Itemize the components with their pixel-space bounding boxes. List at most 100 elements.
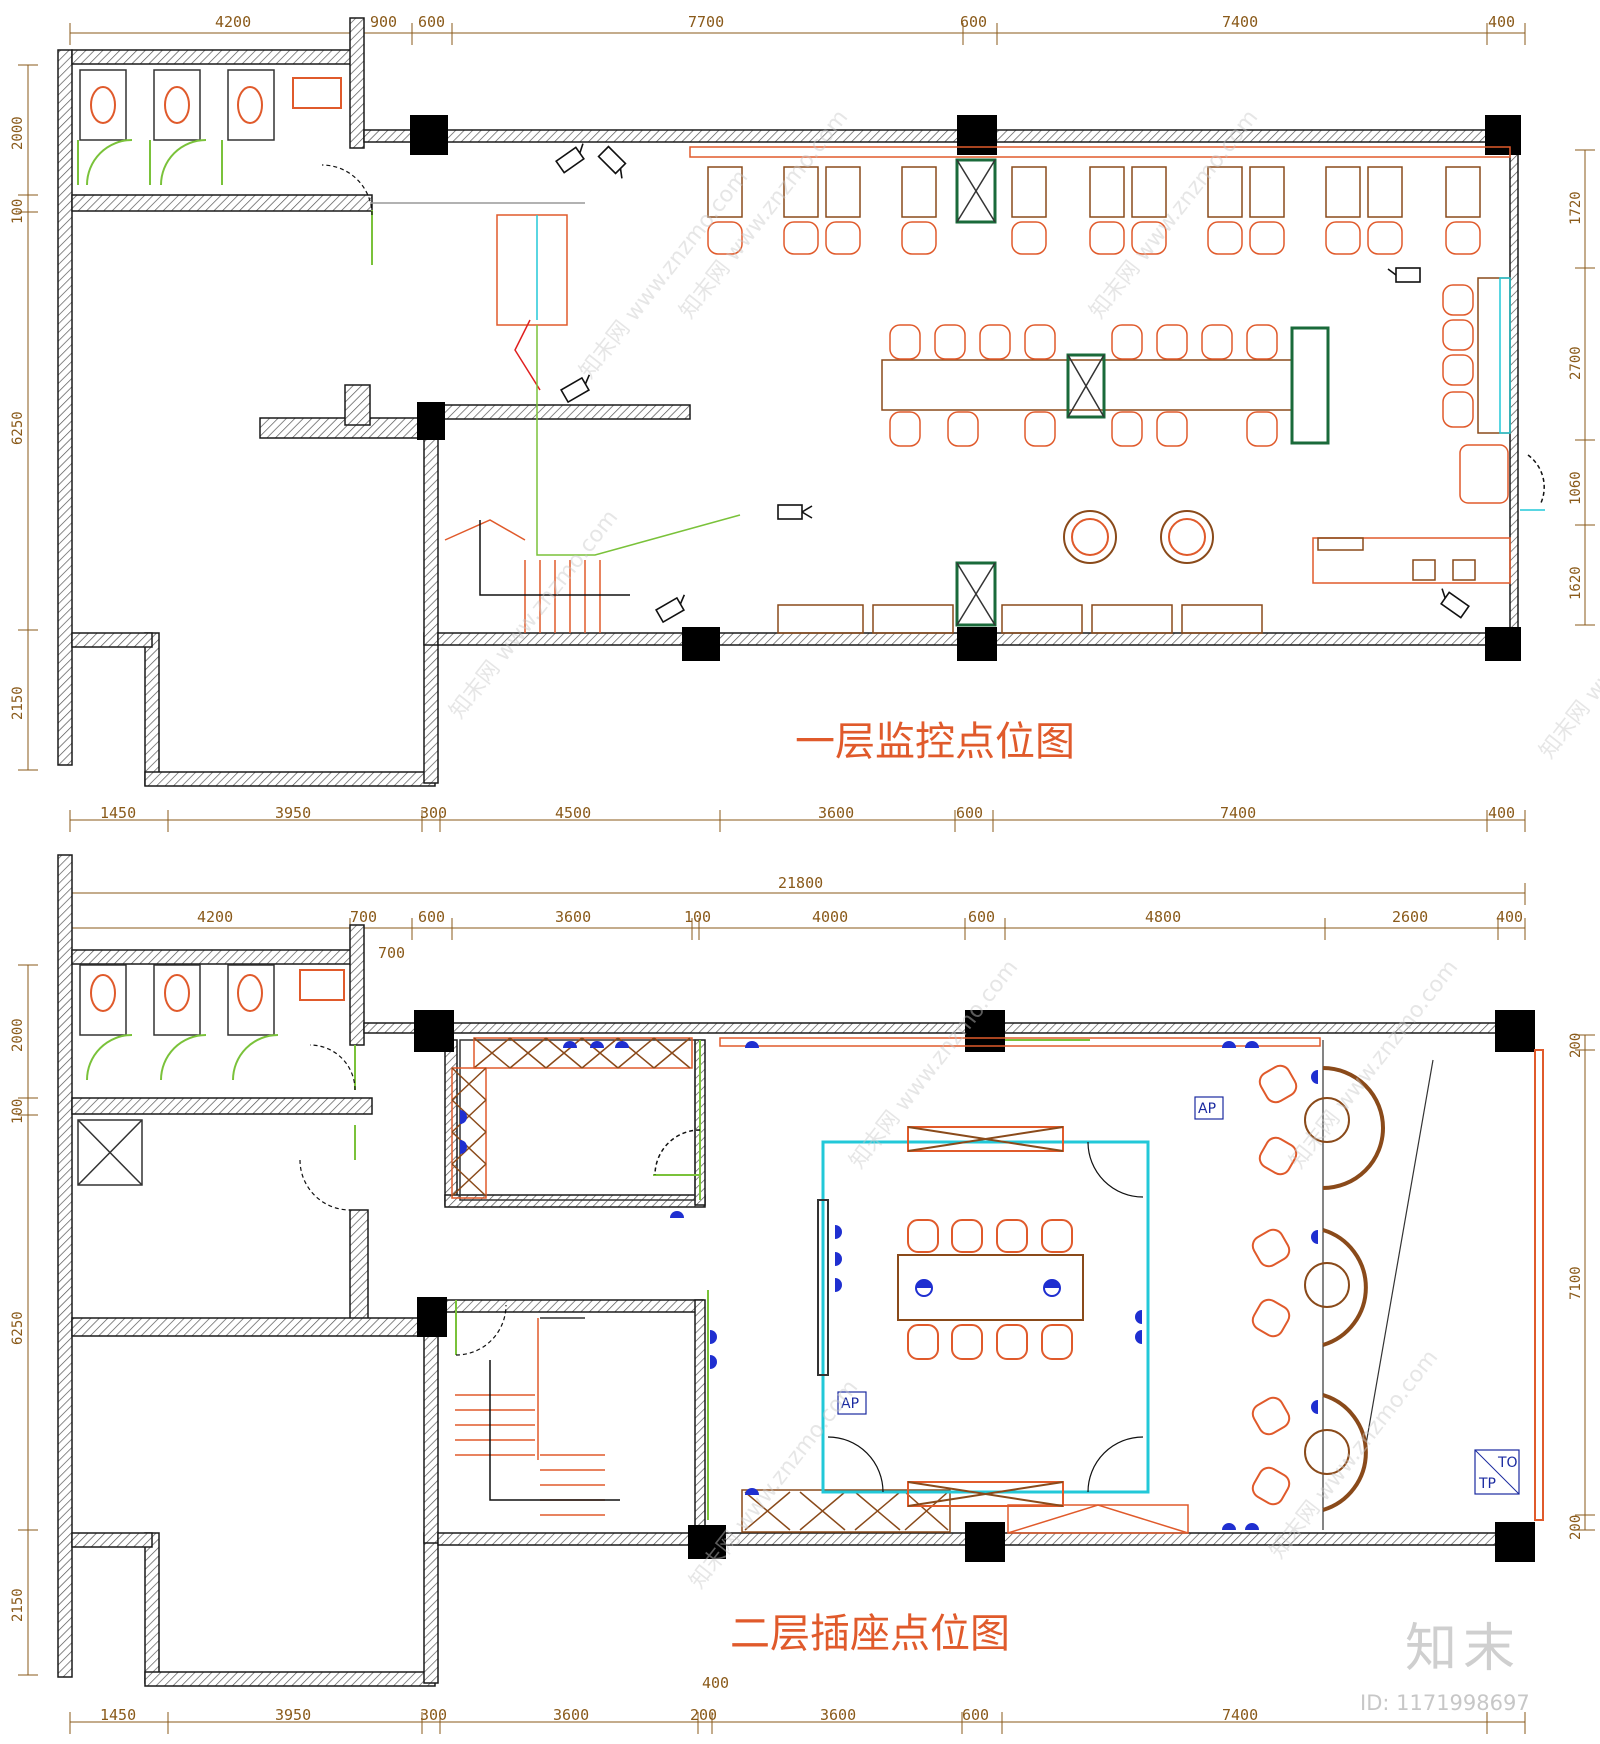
plan1-dims-right: 1720 2700 1060 1620 (1568, 191, 1584, 600)
dim-label: 1450 (100, 1706, 136, 1724)
outlet-icon (835, 1278, 842, 1292)
dim-label: 6250 (10, 411, 26, 445)
dim-label: 7400 (1222, 1706, 1258, 1724)
tp-tag: TP (1478, 1476, 1496, 1492)
outlet-icon (1245, 1523, 1259, 1530)
plan2-dims-left: 2000 100 6250 2150 (10, 1018, 26, 1622)
dim-label: 700 (378, 944, 405, 962)
dim-label: 1620 (1568, 566, 1584, 600)
plan1-walls (57, 17, 1519, 787)
plan1-round-tables (1063, 510, 1214, 564)
plan2-columns (414, 1010, 1535, 1562)
outlet-icon (460, 1140, 467, 1154)
dim-label: 200 (1568, 1033, 1584, 1058)
plan1-bottom-seating (777, 158, 1263, 634)
dim-label: 7400 (1222, 13, 1258, 31)
dim-label: 7400 (1220, 804, 1256, 822)
to-tag: TO (1497, 1455, 1518, 1471)
plan1-stairs (370, 202, 741, 633)
outlet-icon (1135, 1330, 1142, 1344)
data-tag-box (1474, 1449, 1520, 1495)
outlet-icon (745, 1041, 759, 1048)
dim-label: 2700 (1568, 346, 1584, 380)
plan2-curved-booths (1251, 1040, 1544, 1530)
plan1-dims-left: 2000 100 6250 2150 (10, 116, 26, 720)
cctv-camera-icon (777, 504, 813, 520)
outlet-icon (670, 1211, 684, 1218)
dim-label: 2000 (10, 116, 26, 150)
dim-label: 1720 (1568, 191, 1584, 225)
outlet-icon (1245, 1041, 1259, 1048)
cctv-camera-icon (597, 145, 627, 179)
ap-tag: AP (1198, 1101, 1216, 1117)
outlet-icon (745, 1488, 759, 1495)
dim-label: 400 (702, 1674, 729, 1692)
outlet-icon (1311, 1400, 1318, 1414)
plan2-title: 二层插座点位图 (730, 1611, 1010, 1657)
dim-label: 2150 (10, 1588, 26, 1622)
dim-label: 100 (10, 199, 26, 224)
dim-label: 3600 (553, 1706, 589, 1724)
plan2-outlets (460, 1041, 1318, 1530)
dim-label: 400 (1496, 908, 1523, 926)
cctv-camera-icon (1440, 588, 1470, 619)
dim-label: 600 (418, 908, 445, 926)
dim-label: 4200 (215, 13, 251, 31)
dim-label: 600 (968, 908, 995, 926)
plan2-bottom-furniture (707, 1037, 1321, 1534)
dim-label: 100 (684, 908, 711, 926)
plan-2: 21800 4200 700 600 3600 100 4000 600 480… (10, 854, 1595, 1734)
outlet-icon (835, 1252, 842, 1266)
outlet-icon (615, 1041, 629, 1048)
dim-label: 200 (1568, 1515, 1584, 1540)
plan2-storage-room (451, 1037, 701, 1201)
outlet-icon (1311, 1230, 1318, 1244)
dim-label: 400 (1488, 13, 1515, 31)
dim-label: 2600 (1392, 908, 1428, 926)
outlet-icon (1311, 1070, 1318, 1084)
plan1-title: 一层监控点位图 (795, 719, 1075, 765)
plan2-dim-lines (18, 883, 1595, 1734)
plan1-right-seating (1312, 277, 1545, 584)
plan-1: 4200 900 600 7700 600 7400 400 1450 3950… (10, 13, 1595, 832)
plan2-stairs (455, 1317, 620, 1516)
dim-label: 4500 (555, 804, 591, 822)
plan2-restrooms (77, 964, 507, 1356)
plan1-restrooms (77, 69, 373, 265)
dim-label: 4800 (1145, 908, 1181, 926)
plan2-network-tags: AP AP TO TP (837, 1096, 1520, 1495)
dim-label: 2000 (10, 1018, 26, 1052)
sink (292, 77, 342, 109)
plan1-cameras (555, 143, 1470, 624)
sink (299, 969, 345, 1001)
dim-total-label: 21800 (778, 874, 823, 892)
watermark-text: 知末网 www.znzmo.com (445, 505, 623, 723)
plan2-walls (57, 854, 1519, 1687)
plan2-dims-top: 4200 700 600 3600 100 4000 600 4800 2600… (197, 908, 1523, 926)
outlet-icon (835, 1225, 842, 1239)
image-id-label: ID: 1171998697 (1360, 1691, 1530, 1715)
dim-label: 600 (418, 13, 445, 31)
toilet (164, 974, 190, 1012)
plan2-dims-right: 200 7100 200 (1568, 1033, 1584, 1540)
cctv-camera-icon (655, 594, 686, 624)
ap-tag: AP (841, 1396, 859, 1412)
plan1-long-table (881, 324, 1330, 447)
plan1-dims-top: 4200 900 600 7700 600 7400 400 (215, 13, 1515, 31)
dim-label: 7100 (1568, 1266, 1584, 1300)
dim-label: 600 (962, 1706, 989, 1724)
dim-label: 1450 (100, 804, 136, 822)
dim-label: 100 (10, 1099, 26, 1124)
dim-label: 300 (420, 1706, 447, 1724)
dim-label: 200 (690, 1706, 717, 1724)
dim-label: 400 (1488, 804, 1515, 822)
cctv-camera-icon (1387, 267, 1421, 283)
ap-tag-box (837, 1391, 867, 1415)
dim-label: 700 (350, 908, 377, 926)
dim-label: 3600 (818, 804, 854, 822)
dim-label: 3950 (275, 804, 311, 822)
outlet-icon (710, 1330, 717, 1344)
dim-label: 7700 (688, 13, 724, 31)
plan2-dims-bottom: 1450 3950 300 3600 200 3600 600 7400 (100, 1706, 1258, 1724)
